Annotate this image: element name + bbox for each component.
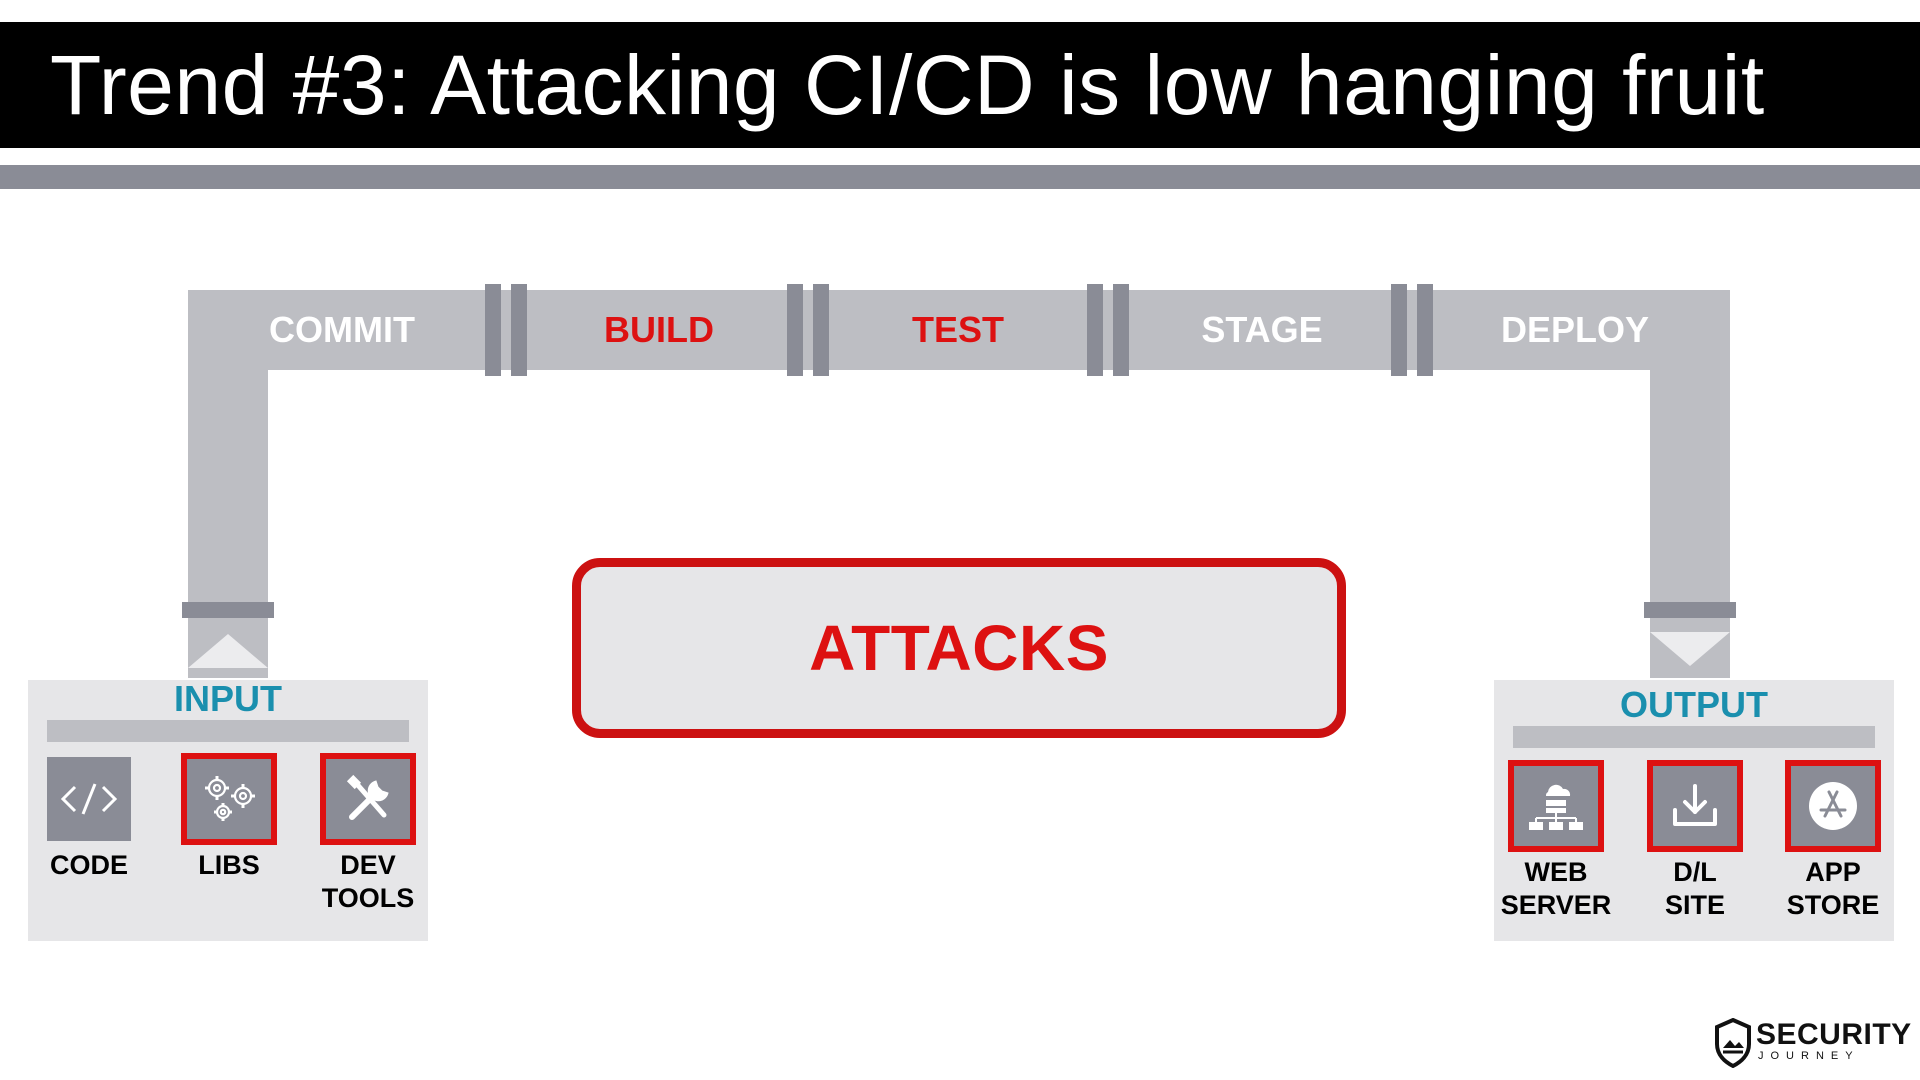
tools-icon	[320, 753, 416, 845]
pipe-coupling	[1391, 284, 1407, 376]
input-title: INPUT	[174, 678, 282, 719]
web-server-icon	[1508, 760, 1604, 852]
stage-deploy: DEPLOY	[1500, 309, 1650, 350]
pipe-coupling	[813, 284, 829, 376]
input-item-label: DEV TOOLS	[321, 850, 415, 913]
logo-subword: JOURNEY	[1758, 1050, 1860, 1062]
input-panel: INPUT CODE LIBS	[28, 678, 428, 941]
output-item-label: APP STORE	[1786, 857, 1880, 920]
pipe-coupling	[1087, 284, 1103, 376]
attacks-label: ATTACKS	[809, 612, 1109, 684]
stage-build: BUILD	[604, 309, 714, 350]
attacks-box: ATTACKS	[572, 558, 1346, 738]
pipe-coupling	[787, 284, 803, 376]
title-divider	[0, 165, 1920, 189]
slide-title: Trend #3: Attacking CI/CD is low hanging…	[50, 38, 1765, 132]
output-arrow-icon	[1650, 632, 1730, 666]
pipe-coupling-input	[182, 602, 274, 618]
pipe-right-vertical	[1650, 290, 1730, 678]
output-panel: OUTPUT WEB SERVER	[1494, 680, 1894, 941]
stage-test: TEST	[911, 309, 1004, 350]
pipe-left-vertical	[188, 290, 268, 678]
stage-commit: COMMIT	[269, 309, 415, 350]
download-icon	[1647, 760, 1743, 852]
output-divider	[1513, 726, 1875, 748]
pipe-horizontal	[188, 290, 1730, 370]
input-arrow-icon	[188, 634, 268, 668]
input-divider	[47, 720, 409, 742]
shield-logo-icon	[1715, 1018, 1751, 1068]
app-store-icon	[1785, 760, 1881, 852]
logo-wordmark: SECURITY	[1756, 1018, 1912, 1051]
code-icon	[47, 757, 131, 841]
input-item-label: LIBS	[198, 850, 260, 880]
stage-stage: STAGE	[1201, 309, 1323, 350]
output-title: OUTPUT	[1620, 684, 1768, 725]
pipe-coupling	[485, 284, 501, 376]
pipe-coupling	[1417, 284, 1433, 376]
pipe-coupling	[511, 284, 527, 376]
pipe-coupling-output	[1644, 602, 1736, 618]
input-item-label: CODE	[49, 850, 128, 880]
output-item-label: WEB SERVER	[1500, 857, 1612, 920]
title-bar: Trend #3: Attacking CI/CD is low hanging…	[0, 22, 1920, 148]
gears-icon	[181, 753, 277, 845]
security-journey-logo: SECURITY JOURNEY	[1714, 1018, 1912, 1068]
output-item-label: D/L SITE	[1664, 857, 1725, 920]
pipe-coupling	[1113, 284, 1129, 376]
